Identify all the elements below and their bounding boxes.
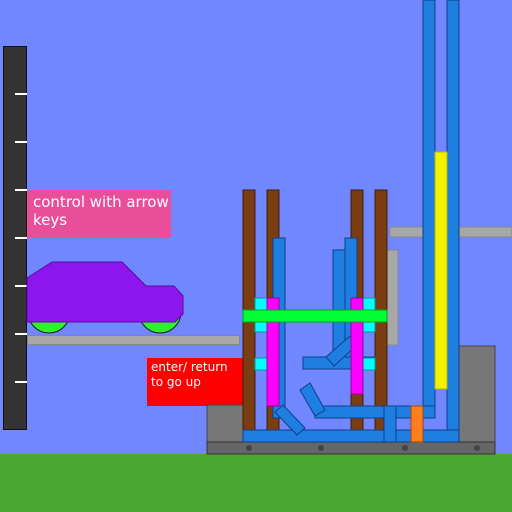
rail-bolt	[318, 445, 324, 451]
elevator-machine	[206, 0, 512, 455]
ruler-tick	[15, 141, 27, 143]
blue-diagonal	[299, 382, 326, 417]
car-platform	[27, 335, 240, 345]
orange-block	[410, 405, 424, 443]
cyan-joint	[362, 357, 376, 371]
cyan-joint	[254, 297, 268, 311]
ruler-tick	[15, 333, 27, 335]
car-body	[26, 261, 184, 323]
ruler-tick	[15, 93, 27, 95]
cyan-joint	[362, 297, 376, 311]
tower-left	[422, 0, 436, 417]
green-lift-bar	[242, 309, 388, 323]
blue-diagonal	[274, 404, 306, 436]
base-right-block	[458, 345, 496, 447]
yellow-piston	[434, 151, 448, 390]
ruler-tick	[15, 189, 27, 191]
tower-right	[446, 0, 460, 431]
cyan-joint	[254, 357, 268, 371]
enter-hint-label: enter/ return to go up	[147, 358, 243, 406]
magenta-piston	[266, 297, 280, 407]
rail-bolt	[402, 445, 408, 451]
ruler-tick	[15, 237, 27, 239]
controls-hint-label: control with arrow keys	[27, 190, 171, 238]
side-plate	[386, 249, 399, 346]
ruler-tick	[15, 285, 27, 287]
base-left-block	[206, 404, 246, 446]
rail-bolt	[474, 445, 480, 451]
blue-strut	[383, 405, 397, 443]
player-car[interactable]	[26, 261, 184, 334]
ground	[0, 454, 512, 512]
ruler-tick	[15, 381, 27, 383]
rail-bolt	[246, 445, 252, 451]
blue-bottom-beam	[242, 429, 460, 443]
